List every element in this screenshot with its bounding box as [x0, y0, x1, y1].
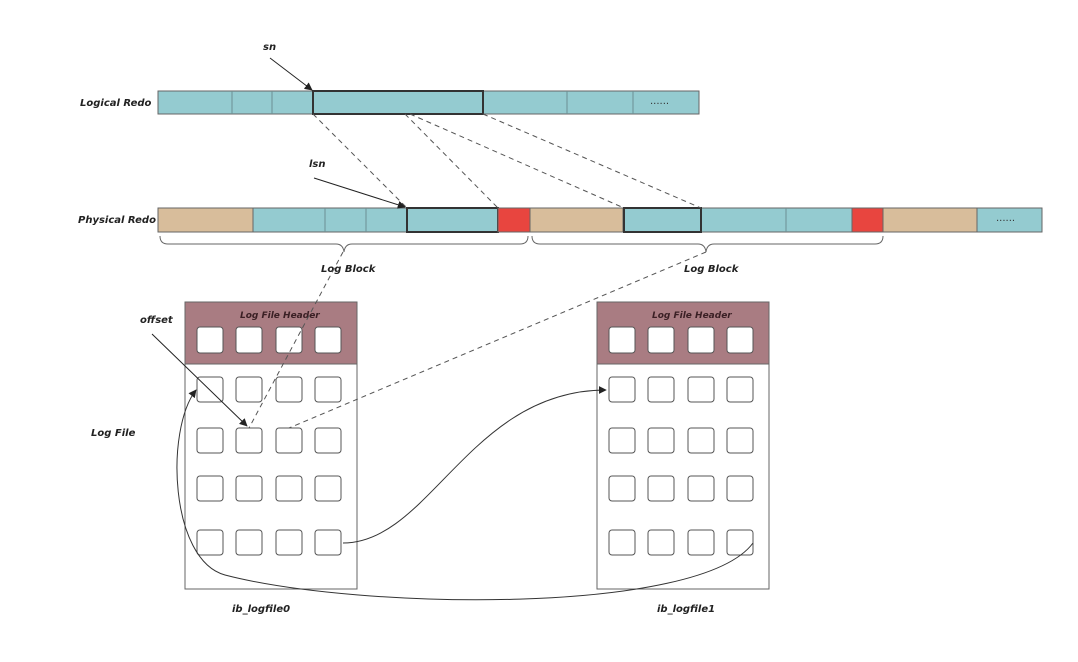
data-block — [608, 475, 636, 502]
logical-redo-label: Logical Redo — [80, 98, 152, 109]
data-block — [726, 475, 754, 502]
lsn-label: lsn — [309, 159, 326, 170]
block2-to-file-mapping — [288, 251, 707, 429]
file1-to-file0-wrap-arrow — [176, 389, 754, 601]
data-block-offset-target — [235, 427, 263, 454]
logfile0-header-blocks — [196, 326, 342, 354]
data-block — [275, 529, 303, 556]
log-file-label: Log File — [91, 428, 136, 439]
data-block — [687, 427, 715, 454]
logfile1-header-blocks — [608, 326, 754, 354]
data-block — [196, 427, 224, 454]
data-block — [314, 376, 342, 403]
data-block — [647, 427, 675, 454]
physical-highlight-record-1 — [406, 207, 499, 233]
data-block — [726, 529, 754, 556]
log-block-label-2: Log Block — [684, 264, 740, 275]
data-block — [608, 529, 636, 556]
logical-redo-bar: ...... — [157, 90, 700, 115]
data-block — [275, 376, 303, 403]
block2-header-segment — [529, 207, 624, 233]
data-block — [275, 427, 303, 454]
data-block — [275, 475, 303, 502]
logical-to-physical-mapping — [312, 113, 702, 209]
block1-trailer-segment — [497, 207, 531, 233]
header-block — [608, 326, 636, 354]
logfile0-name: ib_logfile0 — [232, 604, 290, 615]
header-block — [196, 326, 224, 354]
physical-redo-bar: ...... — [157, 207, 1043, 233]
logical-highlight-record — [312, 90, 484, 115]
data-block — [608, 427, 636, 454]
logfile1-data-blocks — [608, 376, 754, 556]
header-block — [314, 326, 342, 354]
logical-more-text: ...... — [650, 96, 669, 107]
data-block — [726, 376, 754, 403]
data-block — [687, 376, 715, 403]
map-line — [404, 113, 499, 209]
header-block — [726, 326, 754, 354]
logfile0-header-title: Log File Header — [240, 311, 320, 321]
log-block-brace-1 — [159, 235, 529, 253]
log-block-brace-2 — [531, 235, 884, 253]
logfile1: Log File Header ib_logfile1 — [596, 301, 770, 615]
data-block — [608, 376, 636, 403]
data-block — [687, 475, 715, 502]
header-block — [275, 326, 303, 354]
physical-highlight-record-2 — [623, 207, 702, 233]
map-line — [312, 113, 408, 209]
block1-header-segment — [157, 207, 254, 233]
offset-arrow — [151, 333, 248, 427]
file0-to-file1-arrow — [342, 386, 607, 544]
data-block — [196, 475, 224, 502]
data-block — [314, 475, 342, 502]
data-block — [235, 529, 263, 556]
physical-redo-label: Physical Redo — [78, 215, 156, 226]
logfile1-header-title: Log File Header — [652, 311, 732, 321]
sn-label: sn — [263, 42, 276, 53]
header-block — [235, 326, 263, 354]
map-line — [482, 113, 702, 209]
physical-more-text: ...... — [996, 213, 1015, 224]
block1-to-file-mapping — [248, 251, 344, 429]
block3-header-segment — [882, 207, 978, 233]
data-block — [314, 427, 342, 454]
header-block — [687, 326, 715, 354]
map-line — [409, 113, 625, 209]
data-block — [647, 475, 675, 502]
data-block — [235, 475, 263, 502]
data-block — [235, 376, 263, 403]
lsn-arrow — [313, 177, 406, 209]
data-block — [647, 376, 675, 403]
block2-trailer-segment — [851, 207, 884, 233]
data-block — [726, 427, 754, 454]
data-block — [647, 529, 675, 556]
data-block — [196, 529, 224, 556]
logfile1-name: ib_logfile1 — [657, 604, 715, 615]
header-block — [647, 326, 675, 354]
log-block-label-1: Log Block — [321, 264, 377, 275]
data-block — [687, 529, 715, 556]
data-block — [314, 529, 342, 556]
sn-arrow — [269, 57, 313, 91]
offset-label: offset — [140, 315, 174, 326]
